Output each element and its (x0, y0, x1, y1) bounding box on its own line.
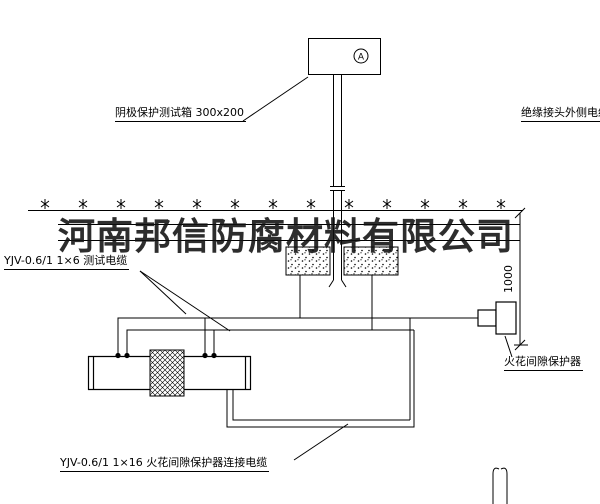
test-box: A (308, 38, 381, 75)
foundation-blocks (285, 246, 399, 276)
insulating-joint (149, 349, 185, 397)
spark-gap-protector (477, 301, 517, 335)
label-protector-cable: YJV-0.6/1 1×16 火花间隙保护器连接电缆 (60, 456, 270, 472)
watermark-lines (58, 224, 520, 241)
dimension-1000: 1000 (502, 207, 528, 351)
company-watermark: 河南邦信防腐材料有限公司 (58, 214, 514, 258)
conduit-riser (328, 74, 347, 288)
label-outer-cable: 绝缘接头外侧电缆 (521, 106, 600, 122)
label-spark-protector: 火花间隙保护器 (504, 355, 583, 371)
label-test-box: 阴极保护测试箱 300x200 (115, 106, 246, 122)
dimension-text: 1000 (502, 265, 515, 293)
cables (117, 275, 478, 428)
leader-lines (139, 76, 513, 461)
ground-line (28, 198, 523, 211)
pipe-riser-symbol (492, 467, 508, 504)
label-test-cable: YJV-0.6/1 1×6 测试电缆 (4, 254, 130, 270)
ammeter-symbol: A (358, 53, 365, 63)
